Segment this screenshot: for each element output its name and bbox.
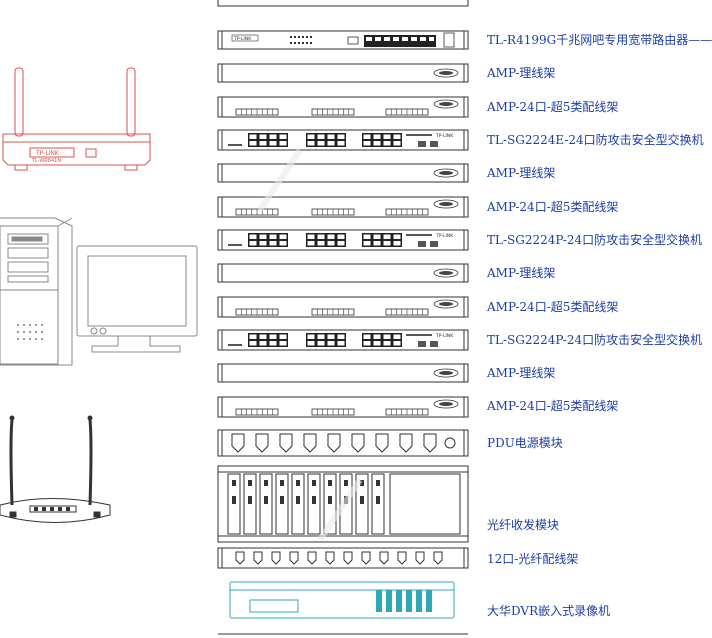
- fiber-patch-panel-unit: [217, 547, 469, 569]
- cable-manager-units: [217, 63, 469, 383]
- label-patch-panel: AMP-24口-超5类配线架: [487, 300, 619, 314]
- label-cable-manager: AMP-理线架: [487, 366, 556, 380]
- label-router: TL-R4199G千兆网吧专用宽带路由器——: [487, 33, 712, 47]
- label-switch: TL-SG2224P-24口防攻击安全型交换机: [487, 233, 703, 247]
- label-fiber-patch-panel: 12口-光纤配线架: [487, 552, 579, 566]
- router-panel-logo: TP-LINK: [233, 36, 252, 42]
- label-dvr: 大华DVR嵌入式录像机: [487, 604, 611, 618]
- label-pdu: PDU电源模块: [487, 436, 563, 450]
- label-patch-panel: AMP-24口-超5类配线架: [487, 200, 619, 214]
- small-router-icon: [0, 415, 111, 523]
- label-cable-manager: AMP-理线架: [487, 166, 556, 180]
- wireless-router-icon: [2, 67, 151, 171]
- label-cable-manager: AMP-理线架: [487, 266, 556, 280]
- fiber-transceiver-unit: [217, 465, 469, 543]
- rack-top-partial: [217, 0, 469, 7]
- dvr-unit: [229, 581, 455, 619]
- label-switch: TL-SG2224P-24口防攻击安全型交换机: [487, 333, 703, 347]
- switch-logo: TP-LINK: [435, 233, 454, 239]
- label-switch: TL-SG2224E-24口防攻击安全型交换机: [487, 133, 704, 147]
- router-logo: TP-LINK: [35, 150, 60, 157]
- label-cable-manager: AMP-理线架: [487, 66, 556, 80]
- watermark-graphic: [257, 148, 363, 542]
- switch-logo: TP-LINK: [435, 333, 454, 339]
- rack-router-unit: [217, 30, 469, 50]
- pdu-unit: [217, 429, 469, 457]
- switch-logo: TP-LINK: [435, 133, 454, 139]
- monitor-icon: [76, 245, 198, 353]
- label-patch-panel: AMP-24口-超5类配线架: [487, 399, 619, 413]
- patch-panel-units: [217, 96, 469, 418]
- pc-tower-icon: [0, 217, 73, 366]
- label-patch-panel: AMP-24口-超5类配线架: [487, 100, 619, 114]
- router-model: TL-WR841N: [31, 158, 61, 164]
- label-fiber-transceiver: 光纤收发模块: [487, 518, 560, 532]
- switch-units: TP-LINK TP-LINK TP-LINK: [217, 129, 469, 351]
